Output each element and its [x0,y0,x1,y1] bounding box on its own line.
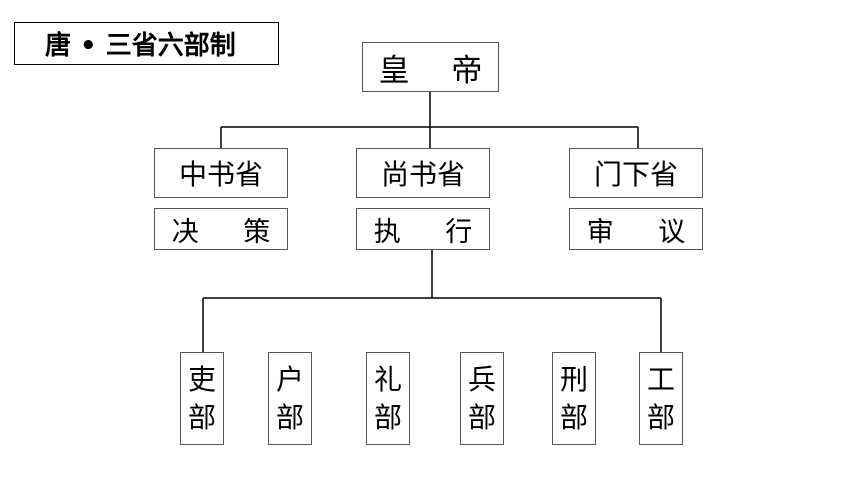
ministry-char: 部 [559,400,588,434]
diagram-title-text: 唐 • 三省六部制 [45,31,236,61]
ministry-bing-war: 兵 部 [460,352,504,445]
ministry-char: 工 [646,362,675,396]
menxia-sheng-label: 门下省 [593,158,678,191]
ministry-char: 吏 [187,362,216,396]
shangshu-role-label: 执 行 [373,216,491,248]
emperor-box: 皇 帝 [362,42,499,92]
menxia-role-label: 审 议 [586,216,704,248]
shangshu-role-box: 执 行 [356,208,490,250]
ministry-char: 户 [275,362,304,396]
emperor-label: 皇 帝 [378,52,499,89]
ministry-char: 部 [467,400,496,434]
zhongshu-sheng-label: 中书省 [178,158,263,191]
menxia-role-box: 审 议 [569,208,703,250]
ministry-hu-revenue: 户 部 [268,352,312,445]
shangshu-sheng-box: 尚书省 [356,148,490,198]
ministry-char: 刑 [559,362,588,396]
ministry-li-rites: 礼 部 [366,352,410,445]
zhongshu-sheng-box: 中书省 [154,148,288,198]
ministry-char: 礼 [373,362,402,396]
shangshu-sheng-label: 尚书省 [380,158,465,191]
diagram-title: 唐 • 三省六部制 [14,22,279,65]
zhongshu-role-box: 决 策 [154,208,288,250]
menxia-sheng-box: 门下省 [569,148,703,198]
ministry-char: 兵 [467,362,496,396]
ministry-xing-justice: 刑 部 [552,352,596,445]
ministry-char: 部 [373,400,402,434]
ministry-char: 部 [275,400,304,434]
ministry-gong-works: 工 部 [639,352,683,445]
ministry-char: 部 [646,400,675,434]
zhongshu-role-label: 决 策 [171,216,289,248]
ministry-li-personnel: 吏 部 [180,352,224,445]
ministry-char: 部 [187,400,216,434]
